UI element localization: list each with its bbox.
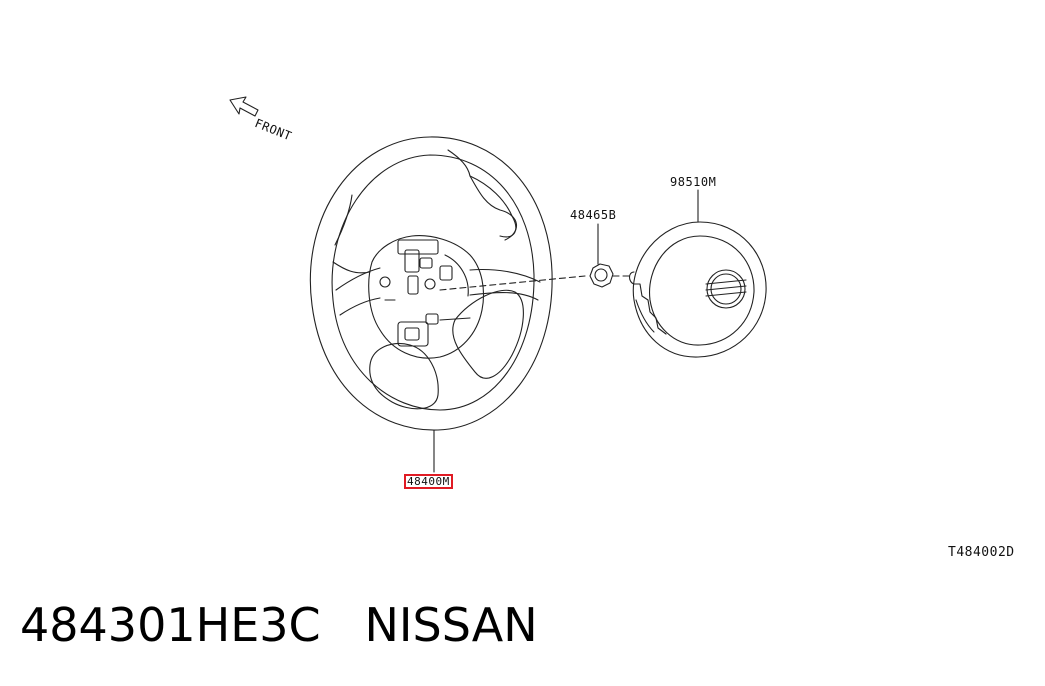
steering-wheel-icon [309,136,553,473]
part-number: 484301HE3C [20,598,321,652]
part-caption: 484301HE3C NISSAN [20,598,538,652]
airbag-module-icon [628,189,767,358]
brand-name: NISSAN [364,598,538,652]
part-label-nut[interactable]: 48465B [570,208,617,222]
diagram-reference-code: T484002D [948,545,1015,560]
part-label-airbag-module[interactable]: 98510M [670,175,717,189]
nissan-logo-icon [705,269,747,309]
part-label-steering-wheel[interactable]: 48400M [404,474,453,489]
nut-icon [589,223,614,288]
front-arrow-icon [229,96,259,117]
